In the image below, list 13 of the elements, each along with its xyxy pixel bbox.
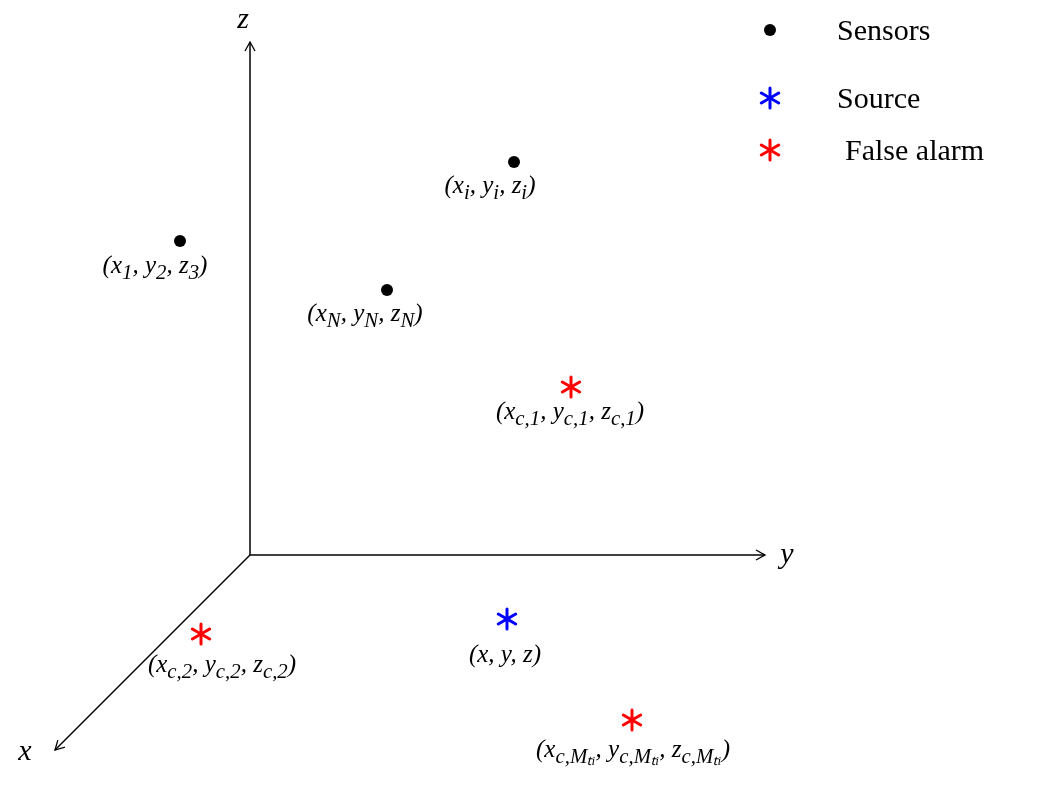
axis-label: x: [18, 733, 32, 767]
legend-label: Source: [837, 81, 921, 115]
coordinate-label: (x$_{c,1}$, y$_{c,1}$, z$_{c,1}$): [495, 397, 645, 431]
coordinate-label: (x$_{c,2}$, y$_{c,2}$, z$_{c,2}$): [147, 650, 297, 684]
coordinate-label: (x$_{1}$, y$_{2}$, z$_{3}$): [102, 251, 208, 285]
axis-label: y: [780, 536, 794, 570]
coordinate-label: (x$_{c,Mₜᵢ}$, y$_{c,Mₜᵢ}$, z$_{c,Mₜᵢ}$): [536, 735, 730, 769]
coordinate-label: (x$_{i}$, y$_{i}$, z$_{i}$): [444, 171, 536, 205]
axis-label: z: [237, 1, 249, 35]
legend-label: False alarm: [845, 133, 985, 167]
coordinate-label: (x$_{N}$, y$_{N}$, z$_{N}$): [307, 299, 423, 333]
coordinate-label: (x, y, z): [468, 640, 542, 668]
legend-label: Sensors: [837, 13, 931, 47]
